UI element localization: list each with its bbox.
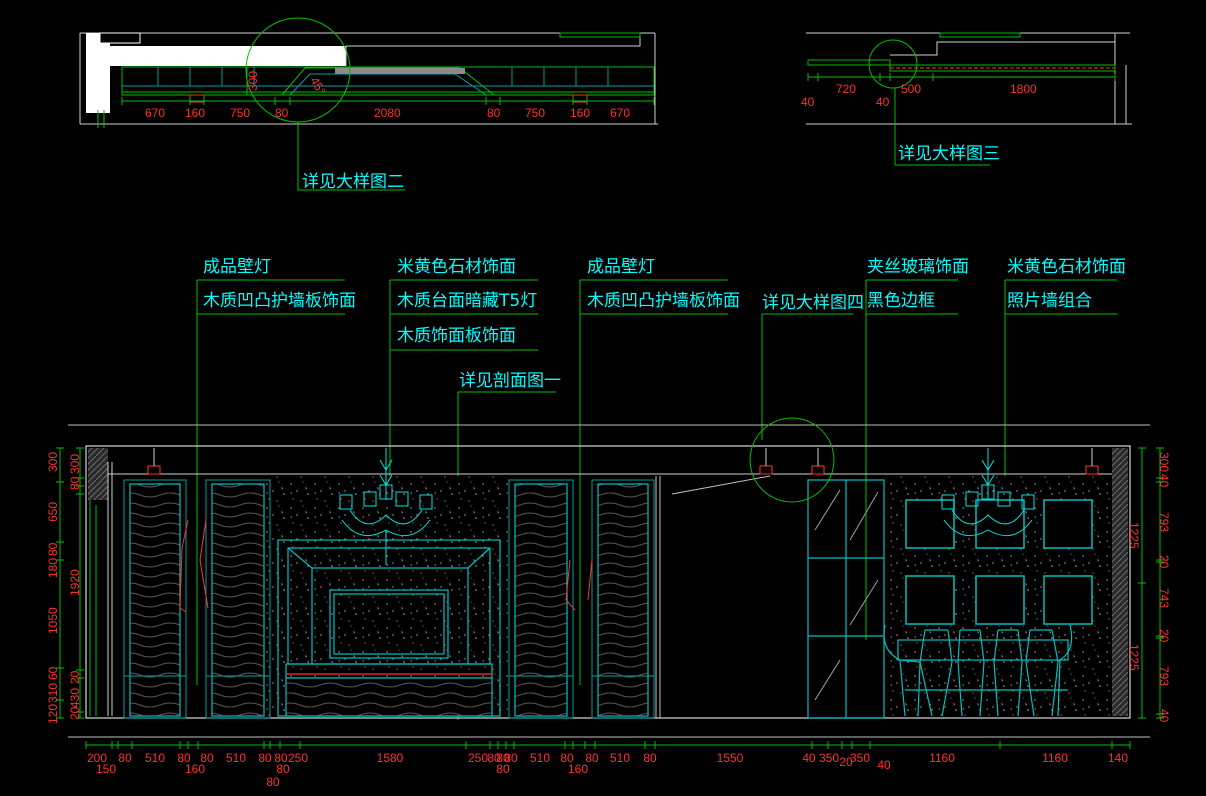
elev-right-inner-dim: 300 [1157,452,1171,472]
elev-bottom-dim: 80 [496,762,510,776]
elev-bottom-dim: 510 [226,751,246,765]
elev-left-inner-dim: 300 [68,454,82,474]
elev-right-outer-dim: 1225 [1127,522,1141,549]
label-section-1: 详见剖面图一 [459,371,561,391]
elev-bottom-dim: 40 [877,758,891,772]
elev-left-inner-dim: 20 [68,670,82,684]
elev-bottom-dim: 250 [468,751,488,765]
elev-right-inner-dim: 743 [1157,588,1171,608]
elev-bottom-dim: 1580 [377,751,404,765]
elev-left-outer-dim: 120 [46,704,60,724]
elev-right-inner-dim: 20 [1157,555,1171,569]
elev-left-inner-dim: 1920 [68,569,82,596]
plan-right-dim: 40 [876,95,890,109]
plan-right: 40 720 40 500 1800 [801,32,1132,166]
elev-bottom-dim: 140 [1108,751,1128,765]
elev-right-inner-dim: 20 [1157,629,1171,643]
elev-bottom-dim: 1160 [1042,751,1068,765]
elev-bottom-dim: 80 [118,751,132,765]
elev-bottom-dim: 510 [610,751,630,765]
label-detail-4: 详见大样图四 [762,293,864,313]
label-wood-panel-2: 木质凹凸护墙板饰面 [587,291,740,311]
plan-left-dim: 670 [610,106,630,120]
elev-bottom-dim: 80 [276,762,290,776]
label-wood-face: 木质饰面板饰面 [397,326,516,346]
plan-left-dim: 160 [185,106,205,120]
elev-left-outer-dim: 650 [46,502,60,522]
label-wall-lamp-1: 成品壁灯 [203,257,271,277]
elev-bottom-dim: 80 [585,751,599,765]
elev-bottom-dim: 80 [258,751,272,765]
plan-left-dim: 670 [145,106,165,120]
label-wall-lamp-2: 成品壁灯 [587,257,655,277]
elev-left-inner-dim: 430 [68,688,82,708]
label-wood-panel-1: 木质凹凸护墙板饰面 [203,291,356,311]
plan-left: 670 160 750 80 2080 80 750 160 670 300 4… [79,17,658,191]
elev-bottom-dim: 350 [819,751,839,765]
elev-bottom-dim: 200 [87,751,107,765]
elev-bottom-dim: 80 [200,751,214,765]
plan-right-dim: 40 [801,95,815,109]
elev-bottom-dim: 80 [643,751,657,765]
elev-right-inner-dim: 40 [1157,474,1171,488]
elev-right-outer-dim: 1225 [1127,644,1141,671]
elev-right-inner-dim: 793 [1157,512,1171,532]
elev-left-inner-dim: 80 [68,476,82,490]
elev-bottom-dim: 80 [560,751,574,765]
plan-left-dim: 750 [230,106,250,120]
plan-left-dim: 80 [487,106,501,120]
elev-bottom-dim: 350 [850,751,870,765]
elev-bottom-dim: 80 [274,751,288,765]
label-stone-2: 米黄色石材饰面 [1007,257,1126,277]
elev-bottom-dim: 510 [145,751,165,765]
plan-left-dim: 2080 [374,106,401,120]
elev-bottom-dim: 150 [96,762,116,776]
elev-right-inner-dim: 793 [1157,666,1171,686]
label-detail-3: 详见大样图三 [898,144,1000,164]
elev-bottom-dim: 80 [177,751,191,765]
elev-left-outer-dim: 310 [46,683,60,703]
label-stone-1: 米黄色石材饰面 [397,257,516,277]
plan-left-dim: 750 [525,106,545,120]
plan-left-height-dim: 300 [246,71,260,91]
elev-left-inner-dim: 60 [46,666,60,680]
elev-left-inner-dim: 20 [68,706,82,720]
elev-bottom-dim: 1160 [929,751,955,765]
elev-bottom-dim: 20 [839,755,853,769]
elev-bottom-dim: 1550 [717,751,744,765]
plan-right-dim: 720 [836,82,856,96]
elev-bottom-dim: 160 [185,762,205,776]
label-t5-light: 木质台面暗藏T5灯 [397,291,538,311]
plan-right-dim: 500 [901,82,921,96]
elevation: 300 650 180 1050 310 120 300 80 80 1920 … [46,417,1171,789]
elev-bottom-dim: 80 [487,751,501,765]
label-black-frame: 黑色边框 [867,291,935,311]
elev-bottom-dim: 80 [266,775,280,789]
elev-left-outer-dim: 300 [46,452,60,472]
elev-bottom-dim: 160 [568,762,588,776]
plan-left-angle-dim: 45° [307,75,328,98]
elev-right-inner-dim: 40 [1157,709,1171,723]
plan-left-dim: 160 [570,106,590,120]
elev-bottom-dim: 40 [802,751,816,765]
plan-left-dim: 80 [275,106,289,120]
elev-bottom-dim: 250 [288,751,308,765]
elev-bottom-dim: 510 [530,751,550,765]
elev-bottom-dim: 80 [504,751,518,765]
elev-left-inner-dim: 80 [46,542,60,556]
plan-right-dim: 1800 [1010,82,1037,96]
elev-bottom-dim: 80 [496,751,510,765]
elev-left-outer-dim: 180 [46,558,60,578]
label-wired-glass: 夹丝玻璃饰面 [867,257,969,277]
label-detail-2: 详见大样图二 [302,172,404,192]
label-photo-wall: 照片墙组合 [1007,291,1092,311]
elev-left-outer-dim: 1050 [46,607,60,634]
